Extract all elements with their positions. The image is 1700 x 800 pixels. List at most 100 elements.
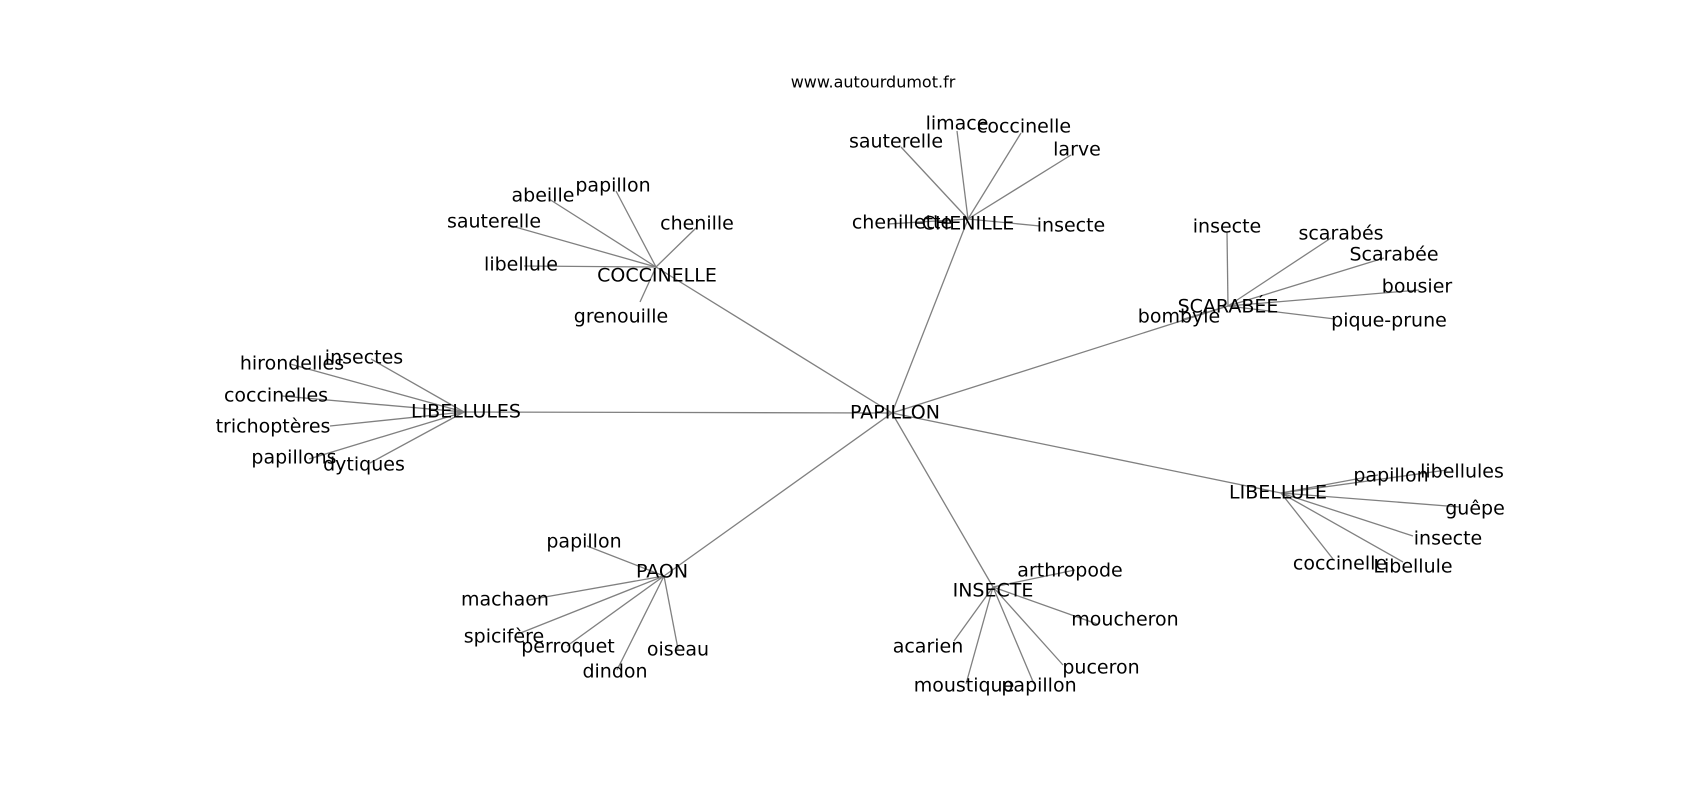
edge-paon-papillon (586, 545, 665, 577)
node-leaf-paon-papillon[interactable]: papillon (546, 531, 621, 553)
node-leaf-libellules-trichopteres[interactable]: trichoptères (216, 416, 331, 438)
edge-coccinelle-grenouille (639, 266, 657, 303)
edge-coccinelle-abeille (548, 198, 657, 268)
edge-root-insecte (891, 412, 994, 588)
edge-chenille-sauterelle (900, 146, 969, 220)
node-leaf-libellule-libellule[interactable]: Libellule (1373, 556, 1452, 578)
node-leaf-scarabee-scarabee[interactable]: Scarabée (1349, 244, 1438, 266)
edge-coccinelle-chenille (655, 227, 697, 268)
edge-root-coccinelle (655, 266, 893, 414)
edge-paon-oiseau (663, 575, 679, 650)
edge-libellules-papillons (308, 411, 465, 460)
node-leaf-scarabee-pique-prune[interactable]: pique-prune (1331, 310, 1447, 332)
edge-insecte-arthropode (992, 569, 1076, 588)
edge-paon-perroquet (566, 575, 665, 647)
node-leaf-scarabee-bousier[interactable]: bousier (1382, 276, 1453, 298)
edge-root-libellule (891, 412, 1282, 494)
node-leaf-scarabee-bombyle[interactable]: bombyle (1138, 306, 1220, 328)
node-leaf-coccinelle-libellule[interactable]: libellule (484, 254, 558, 276)
node-leaf-libellules-papillons[interactable]: papillons (251, 447, 336, 469)
edge-chenille-chenillette (887, 218, 969, 225)
edge-chenille-limace (956, 130, 969, 220)
node-leaf-paon-dindon[interactable]: dindon (582, 661, 647, 683)
node-hub-paon[interactable]: PAON (636, 561, 688, 583)
edge-scarabee-bousier (1227, 289, 1420, 307)
edge-insecte-puceron (992, 586, 1064, 666)
edge-insecte-moucheron (992, 586, 1098, 625)
edge-paon-spicifere (517, 575, 665, 635)
edge-libellule-guepe (1280, 492, 1461, 508)
edge-paon-machaon (527, 575, 665, 601)
edge-insecte-papillon (992, 586, 1035, 685)
edge-libellules-hirondelles (289, 363, 465, 413)
edge-chenille-larve (967, 154, 1072, 220)
node-leaf-coccinelle-chenille[interactable]: chenille (660, 213, 734, 235)
node-leaf-coccinelle-papillon[interactable]: papillon (575, 175, 650, 197)
edge-libellule-libellule (1280, 492, 1404, 563)
edge-root-paon (663, 412, 893, 577)
node-leaf-scarabee-scarabes[interactable]: scarabés (1298, 223, 1383, 245)
node-leaf-chenille-limace[interactable]: limace (926, 113, 989, 135)
edge-coccinelle-libellule (523, 265, 657, 268)
node-leaf-coccinelle-sauterelle[interactable]: sauterelle (447, 211, 541, 233)
edge-coccinelle-papillon (615, 190, 657, 268)
node-leaf-insecte-moucheron[interactable]: moucheron (1071, 609, 1178, 631)
edge-scarabee-scarabee (1227, 257, 1385, 307)
node-leaf-chenille-larve[interactable]: larve (1053, 139, 1101, 161)
node-leaf-insecte-acarien[interactable]: acarien (893, 636, 964, 658)
node-leaf-paon-machaon[interactable]: machaon (461, 589, 549, 611)
node-leaf-libellules-dytiques[interactable]: dytiques (323, 454, 405, 476)
edge-root-libellules (463, 411, 893, 414)
edge-libellule-libellules (1280, 469, 1448, 494)
node-leaf-libellules-hirondelles[interactable]: hirondelles (240, 353, 344, 375)
node-leaf-libellules-insectes[interactable]: insectes (325, 347, 403, 369)
node-leaf-paon-spicifere[interactable]: spicifère (464, 626, 544, 648)
edge-insecte-moustique (965, 586, 994, 685)
node-leaf-chenille-insecte[interactable]: insecte (1037, 215, 1106, 237)
edge-coccinelle-sauterelle (507, 224, 657, 268)
edge-chenille-coccinelle (967, 132, 1022, 220)
node-hub-insecte[interactable]: INSECTE (953, 580, 1034, 602)
node-hub-scarabee[interactable]: SCARABÉE (1178, 295, 1279, 318)
edge-scarabee-scarabes (1227, 237, 1332, 307)
node-leaf-libellule-papillon[interactable]: papillon (1353, 465, 1428, 487)
edge-libellule-insecte (1280, 492, 1414, 537)
edge-chenille-insecte (967, 218, 1041, 227)
node-leaf-chenille-chenillette[interactable]: chenillette (852, 212, 952, 234)
node-leaf-chenille-sauterelle[interactable]: sauterelle (849, 131, 943, 153)
edge-paon-dindon (616, 575, 665, 671)
node-hub-libellules[interactable]: LIBELLULES (411, 401, 521, 423)
node-hub-libellule[interactable]: LIBELLULE (1229, 482, 1327, 504)
edge-scarabee-pique-prune (1227, 305, 1336, 320)
node-leaf-coccinelle-grenouille[interactable]: grenouille (574, 306, 668, 328)
node-leaf-chenille-coccinelle[interactable]: coccinelle (977, 116, 1071, 138)
edge-libellules-coccinelles (281, 395, 465, 413)
edge-root-chenille (891, 218, 969, 414)
node-root-papillon[interactable]: PAPILLON (850, 402, 940, 424)
node-leaf-libellules-coccinelles[interactable]: coccinelles (224, 385, 328, 407)
node-leaf-insecte-puceron[interactable]: puceron (1062, 657, 1139, 679)
node-leaf-paon-perroquet[interactable]: perroquet (521, 636, 615, 658)
node-leaf-paon-oiseau[interactable]: oiseau (647, 639, 709, 661)
site-watermark: www.autourdumot.fr (791, 73, 956, 92)
node-leaf-libellule-guepe[interactable]: guêpe (1445, 498, 1505, 520)
edge-scarabee-bombyle (1183, 305, 1229, 320)
node-hub-chenille[interactable]: CHENILLE (922, 213, 1015, 235)
edge-libellule-papillon (1280, 474, 1379, 494)
node-leaf-libellule-insecte[interactable]: insecte (1414, 528, 1483, 550)
node-hub-coccinelle[interactable]: COCCINELLE (597, 265, 717, 287)
node-leaf-insecte-papillon[interactable]: papillon (1001, 675, 1076, 697)
edge-root-scarabee (891, 305, 1229, 414)
graph-labels: www.autourdumot.fr PAPILLON COCCINELLE abe… (216, 73, 1505, 697)
node-leaf-libellule-coccinelle[interactable]: coccinelle (1293, 553, 1387, 575)
node-leaf-insecte-arthropode[interactable]: arthropode (1017, 560, 1122, 582)
edge-libellules-dytiques (369, 411, 465, 464)
node-leaf-libellule-libellules[interactable]: libellules (1420, 461, 1504, 483)
node-leaf-scarabee-insecte[interactable]: insecte (1193, 216, 1262, 238)
node-leaf-coccinelle-abeille[interactable]: abeille (512, 185, 575, 207)
edge-insecte-acarien (953, 586, 994, 642)
node-leaf-insecte-moustique[interactable]: moustique (914, 675, 1015, 697)
edge-libellules-trichopteres (329, 411, 465, 427)
edge-libellule-coccinelle (1280, 492, 1334, 560)
